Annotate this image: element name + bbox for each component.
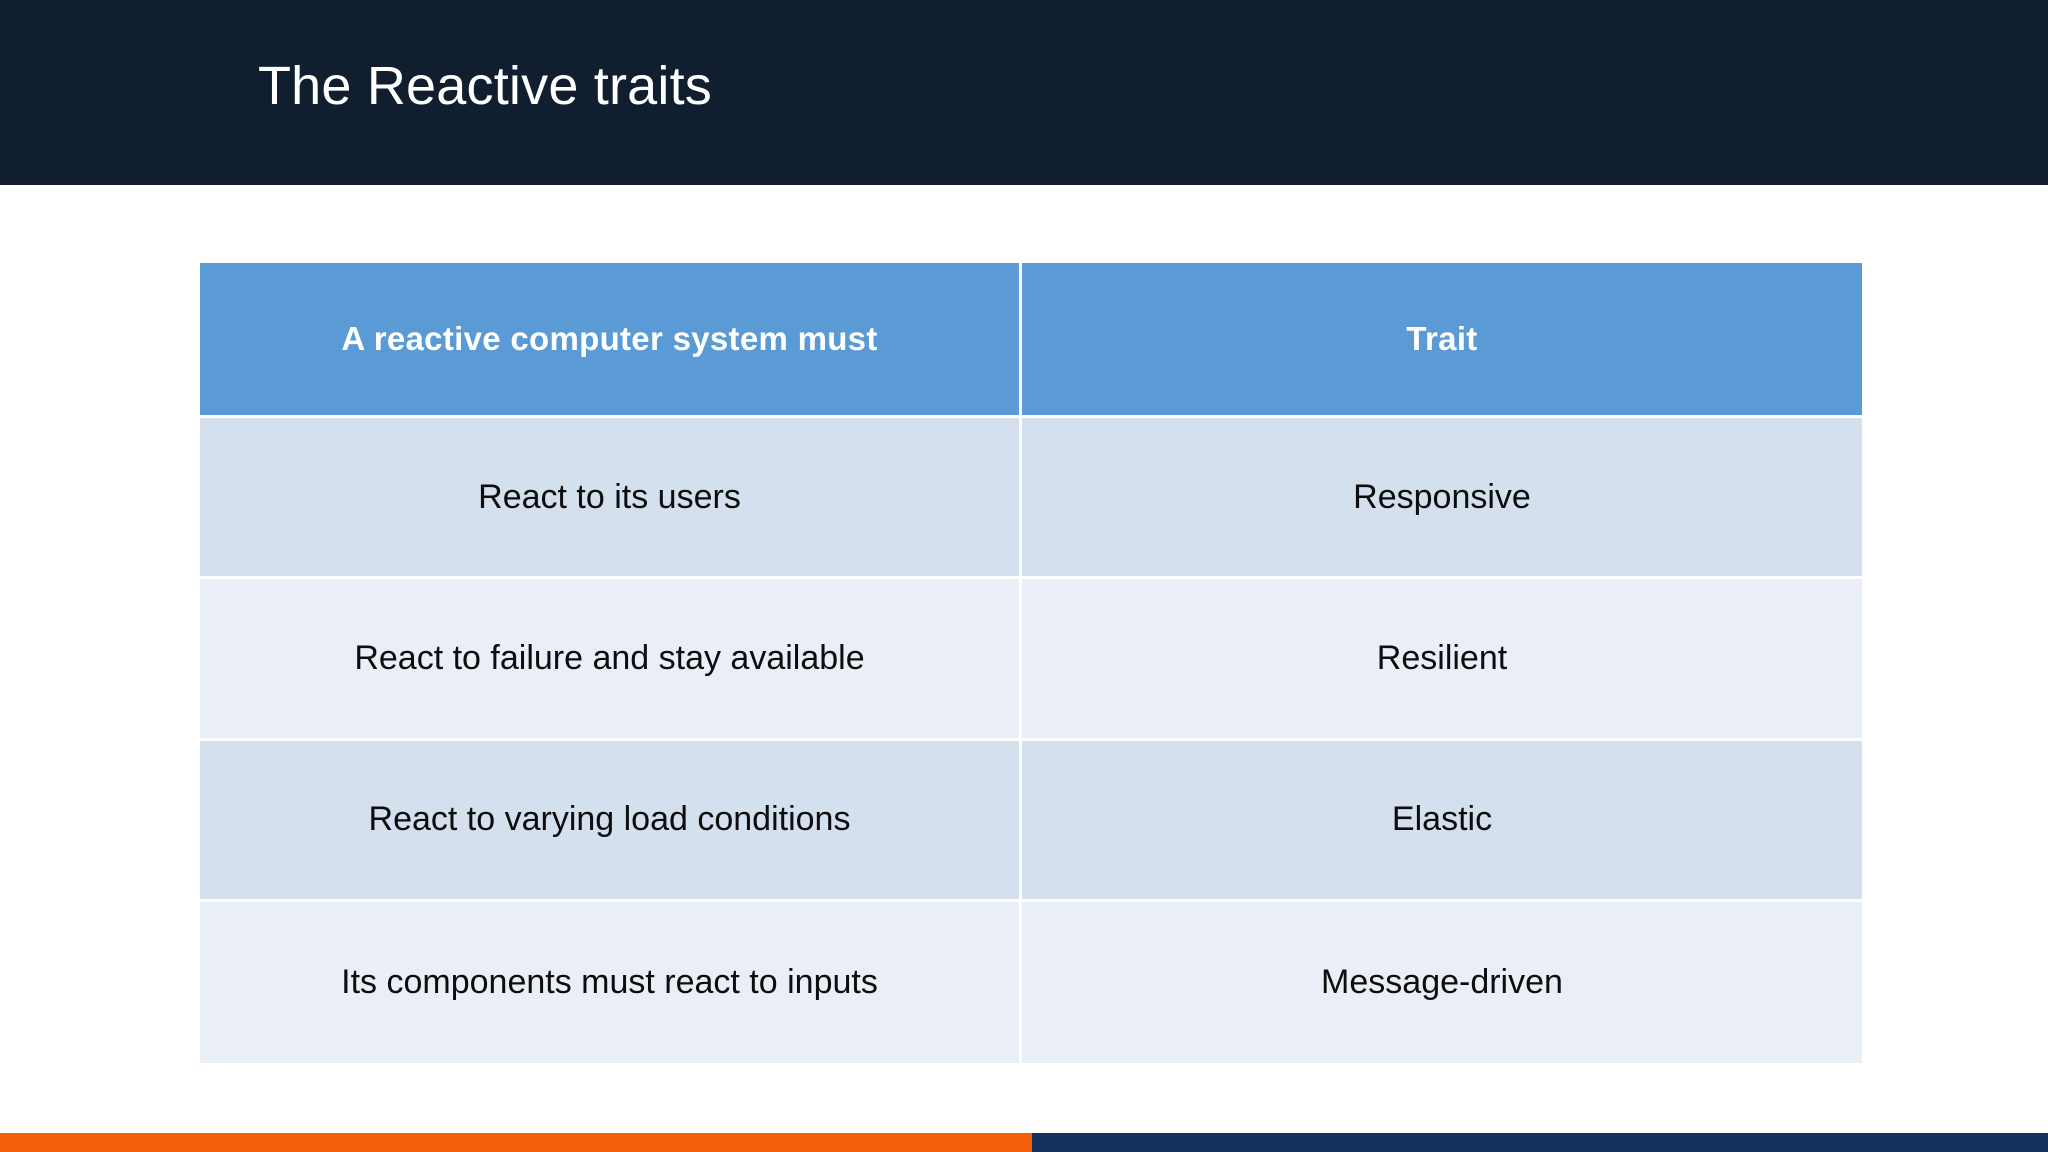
table-row: React to its users Responsive [200,418,1862,580]
table-row: Its components must react to inputs Mess… [200,901,1862,1063]
footer-accent-bar [0,1133,2048,1152]
table-header-row: A reactive computer system must Trait [200,263,1862,418]
cell-trait: Resilient [1022,579,1862,741]
cell-trait: Responsive [1022,418,1862,580]
table-row: React to failure and stay available Resi… [200,579,1862,741]
footer-accent-navy [1032,1133,2048,1152]
table-body: React to its users Responsive React to f… [200,418,1862,1063]
traits-table: A reactive computer system must Trait Re… [200,263,1862,1063]
cell-trait: Message-driven [1022,901,1862,1063]
cell-trait: Elastic [1022,740,1862,902]
page-title: The Reactive traits [258,56,712,116]
table-row: React to varying load conditions Elastic [200,740,1862,902]
cell-statement: React to varying load conditions [200,740,1022,902]
cell-statement: React to failure and stay available [200,579,1022,741]
traits-table-container: A reactive computer system must Trait Re… [200,263,1862,1063]
cell-statement: React to its users [200,418,1022,580]
slide-header-band: The Reactive traits [0,0,2048,185]
footer-accent-orange [0,1133,1032,1152]
column-header-statement: A reactive computer system must [200,263,1022,418]
table-header: A reactive computer system must Trait [200,263,1862,418]
cell-statement: Its components must react to inputs [200,901,1022,1063]
column-header-trait: Trait [1022,263,1862,418]
